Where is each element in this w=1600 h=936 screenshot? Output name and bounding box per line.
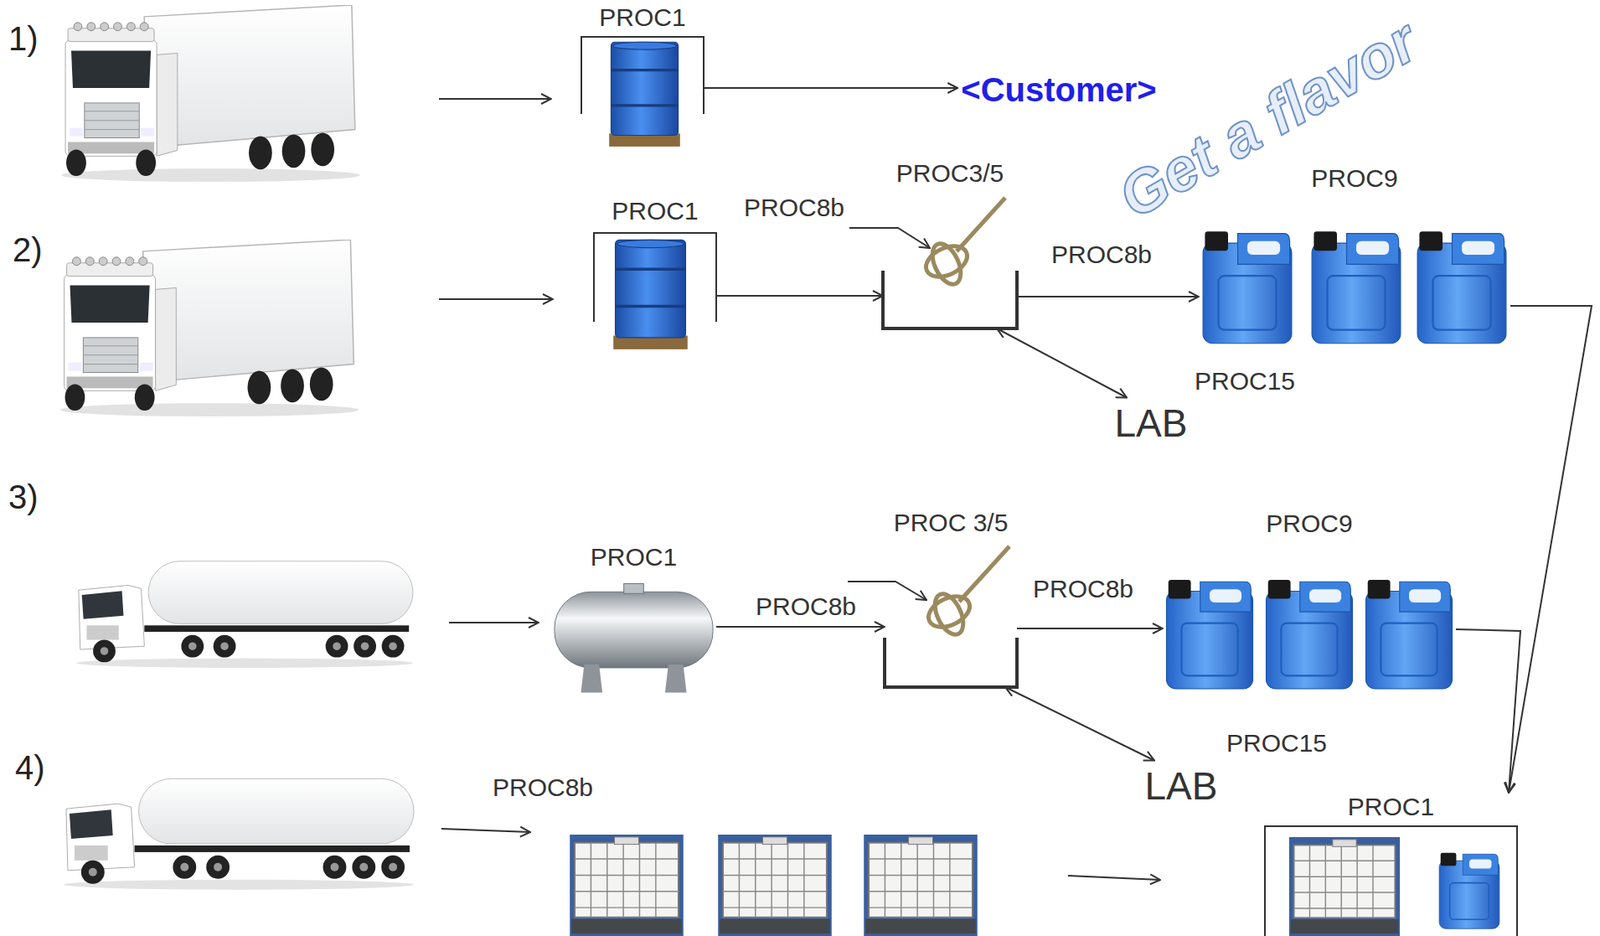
flow-connector bbox=[1005, 686, 1155, 761]
node-text: <Customer> bbox=[960, 70, 1157, 109]
storage-bracket-outline bbox=[1264, 825, 1518, 936]
mixer-vessel-outline bbox=[884, 637, 1017, 687]
flow-connector bbox=[996, 328, 1127, 398]
label-slot: PROC8b bbox=[492, 773, 594, 803]
mixer-vessel: PROC3/5 bbox=[882, 159, 1017, 329]
label-slot: 1) bbox=[8, 19, 39, 58]
tanker-illustration bbox=[63, 778, 414, 889]
storage-bracket-outline bbox=[593, 232, 717, 322]
label-slot: PROC15 bbox=[1223, 728, 1330, 759]
canister-illustration bbox=[1311, 231, 1401, 343]
process-label: PROC15 bbox=[1226, 728, 1327, 759]
flow-connector bbox=[703, 87, 958, 89]
row-number: 3) bbox=[8, 477, 39, 517]
flow-arrow bbox=[1068, 875, 1161, 880]
node-text: PROC9 bbox=[1310, 164, 1398, 194]
drum-illustration bbox=[613, 239, 688, 350]
label-slot: PROC8b bbox=[753, 592, 859, 622]
leader-arrow bbox=[849, 227, 930, 248]
customer-box: <Customer> bbox=[957, 67, 1160, 113]
flow-arrow bbox=[449, 621, 539, 624]
process-label: PROC15 bbox=[1194, 366, 1296, 397]
label-slot: 2) bbox=[12, 230, 43, 269]
label-slot: Get a flavor bbox=[1109, 10, 1427, 228]
ibc-illustration bbox=[717, 834, 832, 936]
mixer-paddle bbox=[921, 197, 1006, 289]
node-text: PROC1 bbox=[590, 542, 677, 573]
mixer-vessel-outline bbox=[882, 270, 1017, 329]
ibc-illustration bbox=[1289, 836, 1400, 936]
node-text: PROC3/5 bbox=[896, 159, 1004, 189]
tank-illustration bbox=[554, 583, 713, 692]
truck-illustration bbox=[61, 5, 361, 182]
storage-bracket: PROC1 bbox=[1264, 792, 1518, 936]
flow-connector bbox=[716, 294, 883, 297]
canister-illustration bbox=[1365, 579, 1452, 689]
storage-bracket-outline bbox=[581, 36, 704, 114]
mixer-paddle bbox=[923, 546, 1010, 639]
flow-arrow bbox=[438, 98, 552, 100]
canister-illustration bbox=[1439, 852, 1500, 929]
process-label: PROC8b bbox=[1032, 574, 1134, 604]
process-label: PROC8b bbox=[1051, 240, 1152, 270]
process-label: PROC8b bbox=[743, 193, 845, 223]
node-text: PROC 3/5 bbox=[893, 508, 1009, 538]
node-text: LAB bbox=[1114, 401, 1188, 446]
storage-tank: PROC1 bbox=[551, 542, 717, 697]
canister-illustration bbox=[1166, 579, 1253, 689]
node-text: PROC1 bbox=[1347, 792, 1435, 822]
lab-box: LAB bbox=[1141, 760, 1222, 812]
canister-illustration bbox=[1202, 231, 1292, 343]
ibc-illustration bbox=[569, 834, 684, 936]
process-label: PROC8b bbox=[492, 773, 594, 803]
row-number: 4) bbox=[15, 748, 46, 787]
flow-arrow bbox=[438, 298, 553, 300]
label-slot: 3) bbox=[8, 477, 39, 517]
ibc-illustration bbox=[863, 834, 978, 936]
flow-connector bbox=[1508, 305, 1592, 793]
label-slot: PROC8b bbox=[1030, 574, 1136, 604]
flow-connector bbox=[716, 625, 885, 628]
canister-group: PROC9 bbox=[1198, 164, 1511, 346]
row-number: 1) bbox=[8, 19, 39, 58]
label-slot: PROC8b bbox=[743, 193, 845, 223]
storage-bracket: PROC1 bbox=[581, 3, 704, 149]
row-number: 2) bbox=[12, 230, 43, 269]
drum-illustration bbox=[609, 41, 681, 147]
label-slot: PROC15 bbox=[1192, 366, 1298, 397]
canister-illustration bbox=[1265, 579, 1353, 689]
node-text: PROC9 bbox=[1265, 509, 1353, 539]
tanker-illustration bbox=[76, 561, 413, 668]
node-text: PROC1 bbox=[598, 3, 686, 33]
lab-box: LAB bbox=[1111, 397, 1192, 450]
watermark: Get a flavor bbox=[1109, 10, 1427, 228]
canister-illustration bbox=[1417, 231, 1507, 343]
flow-arrows bbox=[438, 98, 1161, 880]
leader-arrow bbox=[847, 581, 927, 600]
storage-bracket: PROC1 bbox=[593, 196, 717, 351]
node-text: LAB bbox=[1145, 763, 1219, 809]
node-text: PROC1 bbox=[611, 196, 698, 227]
label-slot: PROC8b bbox=[1048, 240, 1155, 270]
process-label: PROC8b bbox=[755, 592, 857, 622]
label-slot: 4) bbox=[15, 748, 46, 787]
mixer-vessel: PROC 3/5 bbox=[884, 508, 1017, 687]
truck-illustration bbox=[60, 239, 360, 417]
canister-group: PROC9 bbox=[1162, 509, 1456, 692]
flow-connector bbox=[1016, 295, 1199, 298]
flow-arrow bbox=[441, 828, 531, 832]
flow-connector bbox=[1016, 627, 1163, 630]
flow-connector bbox=[1455, 629, 1521, 793]
